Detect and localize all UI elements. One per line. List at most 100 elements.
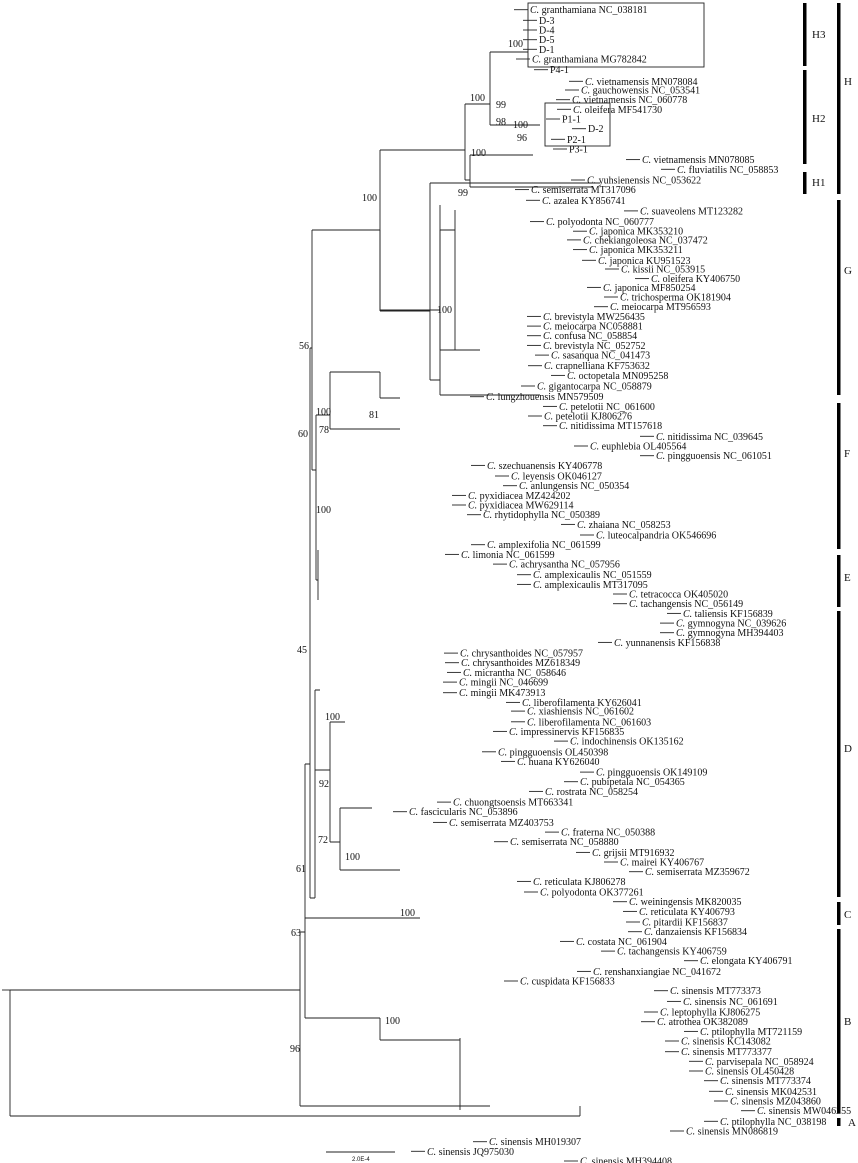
tip-label: C. parvisepala NC_058924 [705, 1057, 814, 1068]
tip-label: C. japonica MK353211 [589, 245, 683, 256]
tip-label: C. impressinervis KF156835 [509, 727, 624, 738]
tip-label: C. meiocarpa NC058881 [543, 322, 643, 333]
tip-label: C. chrysanthoides MZ618349 [461, 658, 580, 669]
tip-label: C. sinensis NC_061691 [683, 997, 778, 1008]
clade-bar [837, 902, 841, 925]
support-value: 56 [299, 341, 309, 352]
tip-label: D-1 [539, 45, 555, 56]
clade-label: D [844, 743, 852, 755]
tip-label: C. tetracocca OK405020 [629, 590, 728, 601]
support-value: 78 [319, 425, 329, 436]
tip-label: C. rostrata NC_058254 [545, 787, 638, 798]
clade-bar [837, 929, 841, 1113]
clade-bar [837, 200, 841, 395]
tip-label: C. sinensis MH394408 [580, 1157, 672, 1163]
tip-label: C. sinensis MK042531 [725, 1087, 817, 1098]
tip-label: D-3 [539, 16, 555, 27]
tip-label: C. achrysantha NC_057956 [509, 560, 620, 571]
tip-label: C. brevistyla MW256435 [543, 312, 645, 323]
support-value: 100 [513, 120, 528, 131]
clade-label: C [844, 909, 851, 921]
support-value: 96 [290, 1044, 300, 1055]
tip-label: C. pyxidiacea MZ424202 [468, 491, 570, 502]
tip-label: C. nitidissima NC_039645 [656, 432, 763, 443]
tip-label: C. crapnelliana KF753632 [544, 361, 650, 372]
tip-label: C. amplexifolia NC_061599 [487, 540, 601, 551]
tip-label: C. nitidissima MT157618 [559, 421, 662, 432]
support-value: 45 [297, 645, 307, 656]
tip-label: C. taliensis KF156839 [683, 609, 773, 620]
tip-label: C. pubipetala NC_054365 [580, 777, 685, 788]
tip-label: C. cuspidata KF156833 [520, 977, 615, 988]
tip-label: P2-1 [567, 135, 586, 146]
clade-label: H3 [812, 29, 826, 41]
support-value: 100 [471, 148, 486, 159]
tip-label: C. yunnanensis KF156838 [614, 638, 720, 649]
tip-label: C. semiserrata MT317096 [531, 185, 636, 196]
support-value: 100 [437, 305, 452, 316]
tip-label: C. pingguoensis NC_061051 [656, 451, 772, 462]
tip-label: C. ptilophylla NC_038198 [720, 1117, 826, 1128]
tip-label: C. ptilophylla MT721159 [700, 1027, 802, 1038]
group-boxes [527, 2, 705, 147]
tip-label: C. yuhsienensis NC_053622 [587, 176, 701, 187]
tip-label: C. pyxidiacea MW629114 [468, 501, 573, 512]
clade-label: H1 [812, 177, 825, 189]
tip-label: P1-1 [562, 115, 581, 126]
clade-bar [803, 3, 807, 66]
tip-label: C. micrantha NC_058646 [463, 668, 566, 679]
tip-label: C. fluviatilis NC_058853 [677, 165, 778, 176]
tip-label: C. elongata KY406791 [700, 956, 793, 967]
tip-label: C. huana KY626040 [517, 757, 600, 768]
tree-branches [2, 51, 600, 1117]
tip-label: C. weiningensis MK820035 [629, 897, 742, 908]
clade-label: H [844, 76, 852, 88]
tip-label: C. kissii NC_053915 [621, 265, 705, 276]
tip-label: C. amplexicaulis MT317095 [533, 580, 648, 591]
tip-label: C. luteocalpandria OK546696 [596, 531, 716, 542]
clade-bar [837, 1118, 841, 1126]
box-h3-samples [527, 2, 705, 68]
tip-label: C. japonica KU951523 [598, 256, 691, 267]
tip-label: C. semiserrata MZ359672 [645, 867, 750, 878]
support-value: 98 [496, 117, 506, 128]
tip-label: C. zhaiana NC_058253 [577, 520, 671, 531]
tip-label: C. semiserrata NC_058880 [510, 837, 619, 848]
tip-label: C. fascicularis NC_053896 [409, 807, 518, 818]
support-value: 100 [316, 505, 331, 516]
tip-label: C. chuongtsoensis MT663341 [453, 798, 573, 809]
tip-label: D-4 [539, 26, 555, 37]
tip-label: C. xiashiensis NC_061602 [527, 707, 634, 718]
tip-label: C. leptophylla KJ806275 [660, 1008, 760, 1019]
tip-label: C. chrysanthoides NC_057957 [460, 649, 583, 660]
tip-label: C. costata NC_061904 [576, 937, 667, 948]
tip-label: C. pitardii KF156837 [642, 918, 728, 929]
tip-label: C. sinensis KC143082 [681, 1037, 771, 1048]
clade-label: B [844, 1016, 851, 1028]
tip-label: C. tachangensis NC_056149 [629, 599, 743, 610]
clade-bar [803, 172, 807, 194]
tip-label: C. semiserrata MZ403753 [449, 818, 554, 829]
support-value: 61 [296, 864, 306, 875]
support-value: 72 [318, 835, 328, 846]
clade-label: F [844, 448, 850, 460]
tip-label: P4-1 [550, 65, 569, 76]
tip-label: C. pingguoensis OK149109 [596, 768, 707, 779]
tip-labels: C. granthamiana NC_038181D-3D-4D-5D-1C. … [393, 5, 851, 1163]
tip-label: C. granthamiana NC_038181 [530, 5, 647, 16]
tip-label: C. vietnamensis MN078084 [585, 77, 698, 88]
tip-label: C. sinensis MZ043860 [730, 1097, 821, 1108]
tip-label: C. granthamiana MG782842 [532, 55, 647, 66]
tip-label: C. szechuanensis KY406778 [487, 461, 602, 472]
support-value: 81 [369, 410, 379, 421]
support-value: 99 [496, 100, 506, 111]
tip-label: C. mingii NC_046699 [459, 678, 548, 689]
clade-label: H2 [812, 113, 825, 125]
box-h2-samples [544, 102, 611, 147]
tip-label: C. tachangensis KY406759 [617, 947, 727, 958]
scale-label: 2.0E-4 [352, 1157, 370, 1163]
tip-label: C. renshanxiangiae NC_041672 [593, 967, 721, 978]
tip-label: C. rhytidophylla NC_050389 [483, 510, 600, 521]
